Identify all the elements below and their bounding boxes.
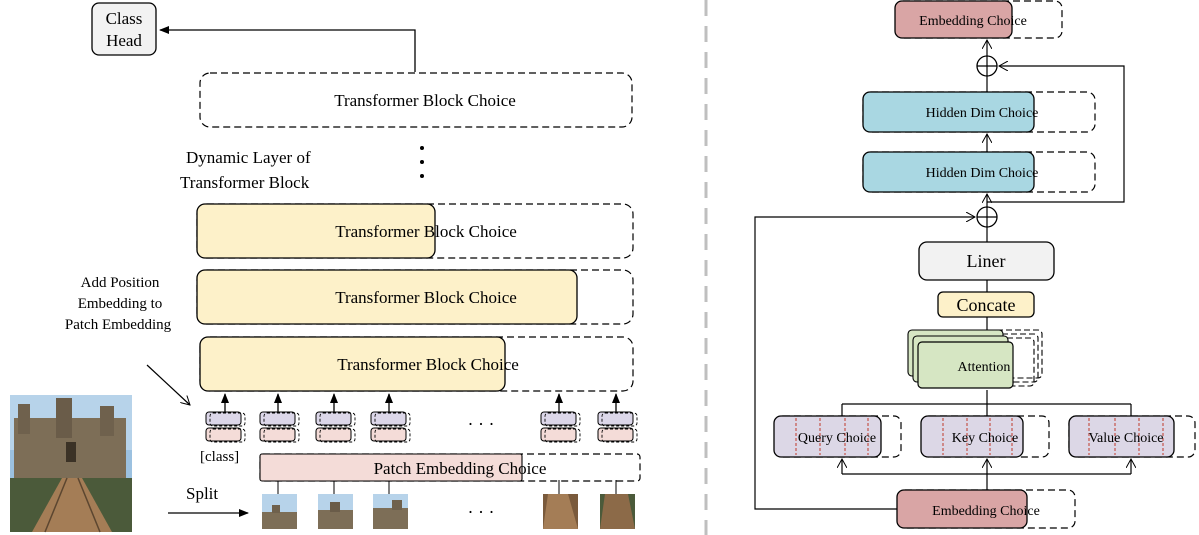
patch-4: [543, 494, 578, 529]
right-panel: Embedding Choice Hidden Dim Choice Hidde…: [754, 0, 1196, 529]
patch-3: [373, 494, 408, 529]
query-choice-node: Query Choice: [773, 415, 902, 458]
residual-skip-top: [987, 66, 1125, 203]
liner-node: Liner: [918, 241, 1055, 281]
patch-embedding-node: Patch Embedding Choice: [259, 453, 641, 482]
add-position-line2: Embedding to: [78, 296, 163, 312]
plus-node-top: [976, 55, 998, 77]
top-transformer-block: Transformer Block Choice: [199, 72, 633, 128]
token-stack-5: [597, 393, 638, 494]
token-stack-class: [205, 393, 246, 443]
split-label: Split: [186, 484, 218, 503]
token-stack-3: [370, 393, 411, 494]
top-transformer-block-label: Transformer Block Choice: [334, 91, 516, 110]
transformer-block-2: Transformer Block Choice: [196, 269, 634, 325]
hidden-dim-node-2: Hidden Dim Choice: [862, 151, 1096, 193]
class-head-line2: Head: [106, 31, 142, 50]
patch-embedding-label: Patch Embedding Choice: [374, 459, 547, 478]
plus-node-bottom: [976, 206, 998, 228]
qkv-to-attention-connectors: [841, 390, 1132, 416]
dynamic-layer-line1: Dynamic Layer of: [186, 148, 311, 167]
embedding-top-node: Embedding Choice: [894, 0, 1063, 39]
transformer-block-2-label: Transformer Block Choice: [335, 288, 517, 307]
add-position-line1: Add Position: [81, 275, 160, 291]
transformer-block-3: Transformer Block Choice: [199, 336, 634, 392]
liner-label: Liner: [967, 251, 1006, 271]
left-panel: Class Head Transformer Block Choice Dyna…: [10, 2, 641, 533]
class-head-line1: Class: [106, 9, 143, 28]
patch-5: [600, 494, 635, 529]
transformer-block-1-label: Transformer Block Choice: [335, 222, 517, 241]
attention-label: Attention: [958, 360, 1011, 375]
value-label: Value Choice: [1088, 431, 1163, 446]
class-head-arrow: [159, 26, 416, 72]
dynamic-layer-line2: Transformer Block: [180, 173, 310, 192]
residual-skip-bottom: [754, 217, 975, 510]
attention-node: Attention: [907, 329, 1043, 389]
input-image-castle: [10, 395, 132, 533]
patch-1: [262, 494, 297, 529]
image-patches: · · ·: [262, 494, 635, 529]
embedding-to-qkv-connectors: [842, 459, 1131, 490]
add-position-arrow: [146, 364, 190, 405]
token-ellipsis: · · ·: [468, 414, 495, 434]
hidden-dim-node-1: Hidden Dim Choice: [862, 91, 1096, 133]
value-choice-node: Value Choice: [1068, 415, 1196, 458]
class-token-label: [class]: [200, 449, 239, 465]
embedding-bottom-label: Embedding Choice: [932, 504, 1040, 519]
embedding-top-label: Embedding Choice: [919, 14, 1027, 29]
hidden-dim-label-2: Hidden Dim Choice: [926, 166, 1039, 181]
concate-label: Concate: [957, 295, 1016, 315]
add-position-line3: Patch Embedding: [65, 317, 172, 333]
query-label: Query Choice: [798, 431, 876, 446]
token-stack-1: [259, 393, 300, 494]
concate-node: Concate: [937, 291, 1035, 318]
embedding-bottom-node: Embedding Choice: [896, 489, 1076, 529]
token-stack-2: [315, 393, 356, 494]
key-label: Key Choice: [952, 431, 1018, 446]
transformer-block-3-label: Transformer Block Choice: [337, 355, 519, 374]
token-stack-4: [540, 393, 581, 494]
transformer-block-1: Transformer Block Choice: [196, 203, 634, 259]
key-choice-node: Key Choice: [920, 415, 1050, 458]
vertical-ellipsis: [420, 146, 424, 178]
class-head-node: Class Head: [91, 2, 157, 56]
hidden-dim-label-1: Hidden Dim Choice: [926, 106, 1039, 121]
patch-2: [318, 494, 353, 529]
patch-ellipsis: · · ·: [468, 502, 495, 522]
